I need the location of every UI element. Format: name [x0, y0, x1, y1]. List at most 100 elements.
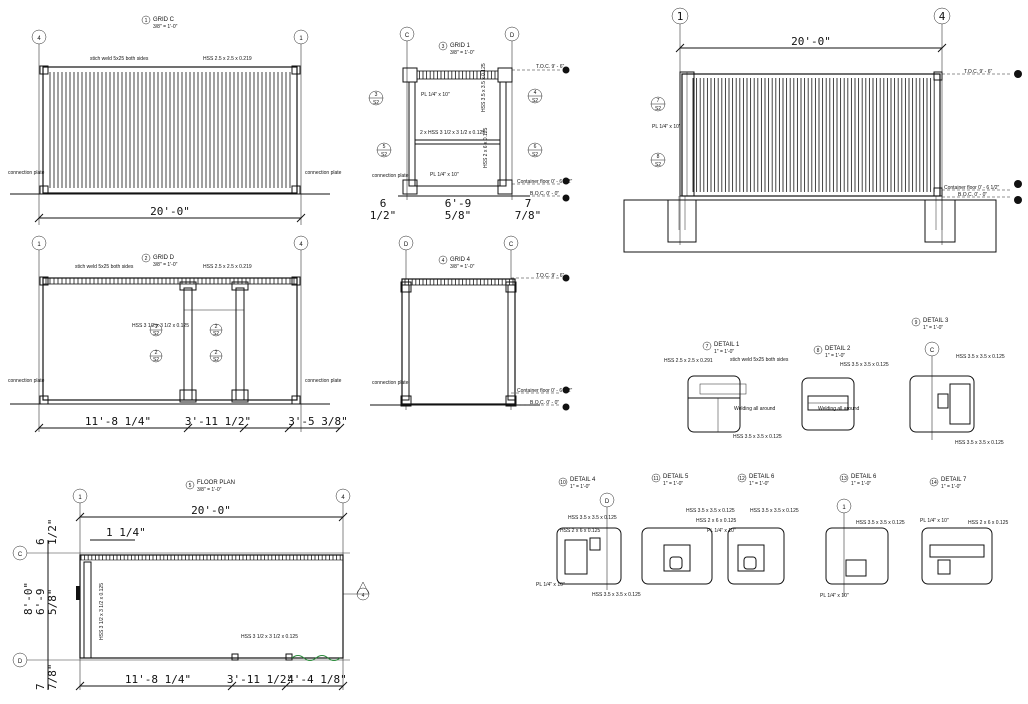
svg-text:S2: S2 [532, 152, 538, 158]
svg-text:HSS 2 x 6 x 0.125: HSS 2 x 6 x 0.125 [968, 520, 1009, 526]
detail-6a: 12 DETAIL 6 1" = 1'-0" HSS 3.5 x 3.5 x 0… [727, 473, 799, 585]
svg-text:S2: S2 [213, 331, 219, 337]
svg-text:20'-0": 20'-0" [191, 504, 231, 517]
view-floor-plan: 5 FLOOR PLAN 3/8" = 1'-0" 1 4 20'-0" C D… [12, 480, 370, 691]
svg-text:7: 7 [657, 98, 660, 104]
svg-text:1" = 1'-0": 1" = 1'-0" [941, 484, 961, 490]
svg-text:HSS 3.5 x 3.5 x 0.125: HSS 3.5 x 3.5 x 0.125 [592, 592, 641, 598]
detail-tag: 2 [155, 350, 158, 356]
corrugated-panel [48, 72, 292, 188]
svg-text:6: 6 [34, 538, 47, 545]
pier [667, 199, 697, 243]
svg-text:Container floor 0' - 6 1/2": Container floor 0' - 6 1/2" [944, 185, 999, 191]
svg-text:HSS 3 1/2 x 3 1/2 x 0.125: HSS 3 1/2 x 3 1/2 x 0.125 [241, 634, 298, 640]
grid-bubble-label: 4 [299, 242, 303, 248]
svg-text:4: 4 [939, 10, 946, 23]
svg-text:DETAIL 4: DETAIL 4 [570, 477, 596, 483]
svg-text:3: 3 [442, 44, 445, 50]
svg-text:HSS 3.5 x 3.5 x 0.125: HSS 3.5 x 3.5 x 0.125 [733, 434, 782, 440]
svg-text:HSS 3.5 x 3.5 x 0.125: HSS 3.5 x 3.5 x 0.125 [481, 63, 487, 112]
dimension: 11'-8 1/4" [85, 415, 151, 428]
svg-text:T.O.C. 9' - 6": T.O.C. 9' - 6" [964, 69, 993, 75]
svg-text:DETAIL 7: DETAIL 7 [941, 477, 967, 483]
view-number: 2 [145, 256, 148, 262]
svg-text:S2: S2 [381, 152, 387, 158]
svg-text:6: 6 [380, 197, 387, 210]
svg-text:HSS 2 x 6 x 0.125: HSS 2 x 6 x 0.125 [483, 127, 489, 168]
svg-text:4: 4 [341, 495, 345, 501]
connection-note: connection plate [8, 170, 45, 176]
foundation-slab [623, 199, 997, 253]
detail-7: 14 DETAIL 7 1" = 1'-0" PL 1/4" x 10" HSS… [920, 477, 1009, 585]
member-note: HSS 2.5 x 2.5 x 0.219 [203, 264, 252, 270]
view-title: GRID 4 [450, 257, 471, 263]
svg-text:DETAIL 3: DETAIL 3 [923, 318, 949, 324]
svg-text:S2: S2 [655, 106, 661, 112]
svg-text:DETAIL 2: DETAIL 2 [825, 346, 851, 352]
detail-3: 9 DETAIL 3 1" = 1'-0" C HSS 3.5 x 3.5 x … [909, 317, 1005, 446]
detail-1: 7 DETAIL 1 1" = 1'-0" HSS 2.5 x 2.5 x 0.… [664, 341, 789, 440]
svg-text:PL 1/4" x 10": PL 1/4" x 10" [652, 124, 681, 130]
svg-text:5: 5 [189, 483, 192, 489]
svg-text:B.O.C. 0' - 0": B.O.C. 0' - 0" [530, 400, 559, 406]
svg-text:HSS 2 x 6 x 0.125: HSS 2 x 6 x 0.125 [696, 518, 737, 524]
svg-text:C: C [930, 348, 935, 354]
svg-text:HSS 3.5 x 3.5 x 0.125: HSS 3.5 x 3.5 x 0.125 [686, 508, 735, 514]
svg-text:C: C [405, 33, 410, 39]
svg-text:7/8": 7/8" [46, 664, 59, 691]
grid-bubble-label: 1 [37, 242, 41, 248]
weld-note: stich weld 5x25 both sides [75, 264, 134, 270]
svg-text:7: 7 [525, 197, 532, 210]
svg-text:11: 11 [653, 476, 658, 482]
svg-text:T.O.C. 9' - 6": T.O.C. 9' - 6" [536, 64, 565, 70]
svg-text:7/8": 7/8" [515, 209, 542, 222]
svg-text:5/8": 5/8" [445, 209, 472, 222]
svg-text:HSS 3.5 x 3.5 x 0.125: HSS 3.5 x 3.5 x 0.125 [856, 520, 905, 526]
svg-text:8: 8 [817, 348, 820, 354]
view-title: GRID 1 [450, 43, 471, 49]
svg-text:9: 9 [915, 320, 918, 326]
dimension: 20'-0" [150, 205, 190, 218]
svg-text:5/8": 5/8" [46, 589, 59, 616]
dimension: 3'-5 3/8" [288, 415, 348, 428]
detail-tag: 2 [215, 350, 218, 356]
svg-text:1" = 1'-0": 1" = 1'-0" [923, 325, 943, 331]
svg-text:8'-0": 8'-0" [22, 582, 35, 615]
svg-text:S2: S2 [213, 357, 219, 363]
detail-tag: 2 [215, 324, 218, 330]
svg-text:3: 3 [375, 92, 378, 98]
svg-text:stich weld 5x25 both sides: stich weld 5x25 both sides [730, 357, 789, 363]
svg-text:20'-0": 20'-0" [791, 35, 831, 48]
svg-text:S2: S2 [655, 162, 661, 168]
grid-bubble-label: 1 [299, 36, 303, 42]
svg-text:8: 8 [657, 154, 660, 160]
svg-text:7: 7 [34, 683, 47, 690]
svg-text:PL 1/4" x 10": PL 1/4" x 10" [421, 92, 450, 98]
svg-text:14: 14 [931, 480, 937, 486]
detail-4: 10 DETAIL 4 1" = 1'-0" D HSS 3.5 x 3.5 x… [536, 477, 641, 598]
svg-text:HSS 2 x 6 x 0.125: HSS 2 x 6 x 0.125 [560, 528, 601, 534]
svg-text:HSS 3.5 x 3.5 x 0.125: HSS 3.5 x 3.5 x 0.125 [955, 440, 1004, 446]
detail-6b: 13 DETAIL 6 1" = 1'-0" 1 HSS 3.5 x 3.5 x… [820, 473, 905, 599]
svg-text:PL 1/4" x 10": PL 1/4" x 10" [707, 528, 736, 534]
svg-text:B.O.C. 0' - 0": B.O.C. 0' - 0" [530, 191, 559, 197]
svg-text:Container floor 0' - 6 1/2": Container floor 0' - 6 1/2" [517, 388, 572, 394]
view-title: GRID C [153, 17, 175, 23]
view-grid-1: 3 GRID 1 3/8" = 1'-0" C D T.O.C. 9' - 6"… [368, 26, 572, 222]
detail-2: 8 DETAIL 2 1" = 1'-0" HSS 3.5 x 3.5 x 0.… [801, 345, 889, 431]
svg-text:Welding all around: Welding all around [734, 406, 776, 412]
member-note: HSS 2.5 x 2.5 x 0.219 [203, 56, 252, 62]
svg-text:1" = 1'-0": 1" = 1'-0" [749, 481, 769, 487]
svg-text:Container floor 0' - 6 1/2": Container floor 0' - 6 1/2" [517, 179, 572, 185]
dimension: 3'-11 1/2" [185, 415, 251, 428]
svg-text:PL 1/4" x 10": PL 1/4" x 10" [920, 518, 949, 524]
svg-text:5: 5 [383, 144, 386, 150]
grid-bubble-label: 4 [37, 36, 41, 42]
svg-text:1" = 1'-0": 1" = 1'-0" [570, 484, 590, 490]
detail-tag: 1 [155, 324, 158, 330]
svg-text:6'-9: 6'-9 [34, 589, 47, 616]
svg-text:DETAIL 5: DETAIL 5 [663, 474, 689, 480]
svg-text:B.O.C. 0' - 0": B.O.C. 0' - 0" [958, 192, 987, 198]
svg-text:1" = 1'-0": 1" = 1'-0" [825, 353, 845, 359]
